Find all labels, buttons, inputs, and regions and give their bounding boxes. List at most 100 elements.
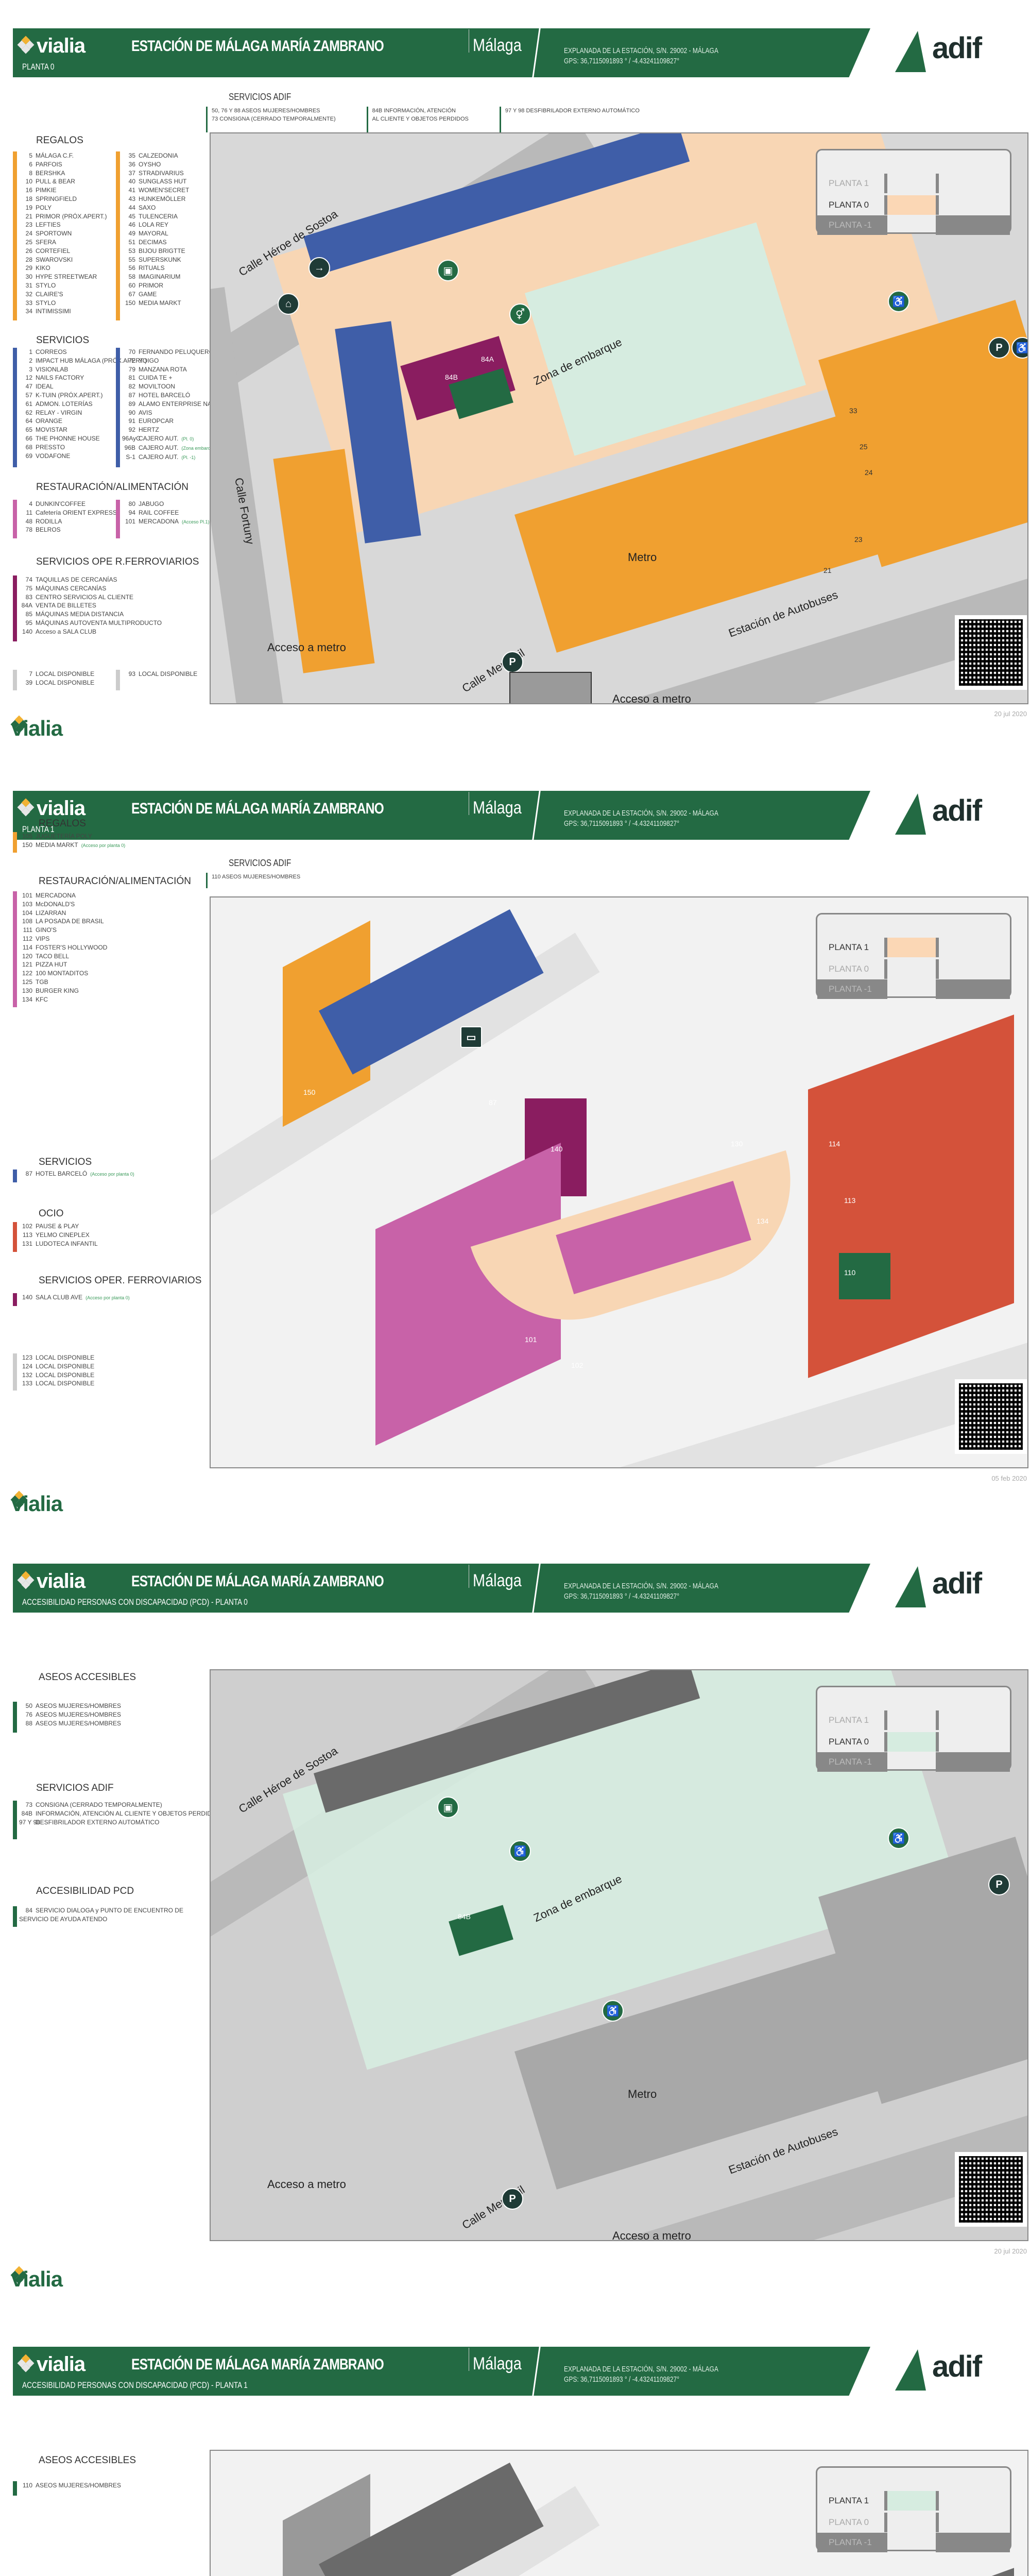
unit-84b[interactable]: 84B	[445, 373, 458, 381]
legend-entry[interactable]: 96AyCCAJERO AUT.(Pl. 0)	[122, 434, 233, 444]
floor-option-planta-1[interactable]: PLANTA 1	[817, 938, 1010, 957]
accessibility-map-planta-1[interactable]: 110 ♿ ▭ PLANTA 1 PLANTA 0 PLANTA -1	[210, 2450, 1028, 2576]
accessibility-map-planta-0[interactable]: 84B ▣ ♿ ♿ ♿ Calle Héroe de Sostoa Calle …	[210, 1669, 1028, 2241]
unit-84b[interactable]: 84B	[458, 1912, 471, 1921]
floor-option-planta-0[interactable]: PLANTA 0	[817, 1732, 1010, 1752]
unit-101[interactable]: 101	[525, 1335, 537, 1344]
station-map-planta-0[interactable]: 84B 84A 87 33 25 24 23 21 Calle Héroe de…	[210, 132, 1028, 704]
floor-option-planta-1[interactable]: PLANTA 1	[817, 2491, 1010, 2511]
floor-selector[interactable]: PLANTA 1 PLANTA 0 PLANTA -1	[816, 1686, 1011, 1772]
unit-26[interactable]: 33	[849, 406, 857, 415]
unit-21[interactable]: 21	[823, 566, 832, 574]
floor-selector[interactable]: PLANTA 1 PLANTA 0 PLANTA -1	[816, 149, 1011, 235]
qr-code[interactable]	[955, 2152, 1027, 2227]
unit-134[interactable]: 134	[757, 1217, 769, 1225]
unit-23[interactable]: 23	[854, 535, 863, 544]
station-map-planta-1[interactable]: 150 87 140 101 102 113 114 110 130 134 ▭…	[210, 896, 1028, 1468]
unit-110[interactable]: 110	[844, 1268, 856, 1277]
unit-24[interactable]: 24	[865, 468, 873, 477]
floor-option-planta-1[interactable]: PLANTA 1	[817, 174, 1010, 193]
floor-option-planta-0[interactable]: PLANTA 0	[817, 959, 1010, 979]
qr-code[interactable]	[955, 1379, 1027, 1454]
qr-code[interactable]	[955, 615, 1027, 690]
floor-option-planta-minus1[interactable]: PLANTA -1	[817, 2533, 1010, 2552]
unit-87[interactable]: 87	[489, 1098, 497, 1107]
unit-114[interactable]: 114	[829, 1140, 840, 1148]
floor-option-planta-0[interactable]: PLANTA 0	[817, 195, 1010, 215]
floor-selector[interactable]: PLANTA 1 PLANTA 0 PLANTA -1	[816, 913, 1011, 999]
